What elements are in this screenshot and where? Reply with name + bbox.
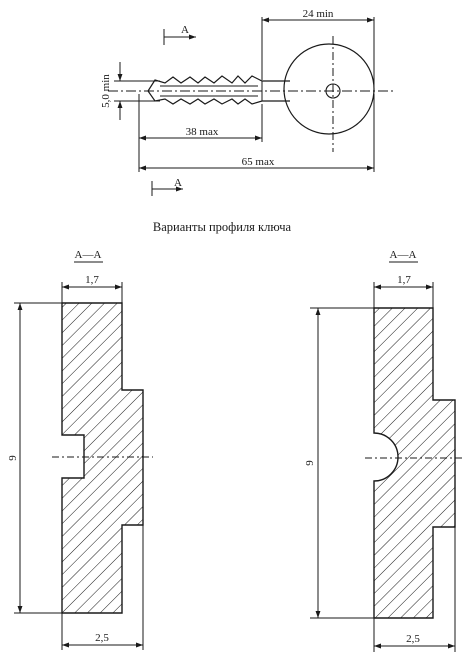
profile-2-dim-height: 9	[304, 307, 374, 619]
profile-1-dim-height: 9	[7, 302, 62, 614]
profile-1-dim-bottom: 2,5	[61, 525, 144, 650]
profile-2-dim-bottom-label: 2,5	[406, 633, 420, 645]
profile-2-body	[373, 307, 456, 619]
profile-1-dim-height-label: 9	[7, 455, 19, 461]
profile-2-dim-top: 1,7	[373, 274, 434, 308]
dim-blade-height-label: 5,0 min	[100, 74, 112, 108]
profile-1-dim-bottom-label: 2,5	[95, 632, 109, 644]
profile-2-dim-top-label: 1,7	[397, 274, 411, 286]
key-drawing: A A 24 min	[100, 8, 396, 196]
profile-1-body	[61, 302, 144, 614]
dim-total-length: 65 max	[139, 94, 375, 172]
section-marker-bottom-label: A	[174, 177, 182, 189]
profile-2-section-label: A—A	[390, 249, 417, 261]
profile-2-dim-bottom: 2,5	[373, 527, 456, 652]
profile-1-section-label: A—A	[75, 249, 102, 261]
section-marker-top: A	[163, 24, 196, 45]
key-head	[283, 43, 375, 135]
dim-blade-height: 5,0 min	[100, 62, 160, 120]
profile-section-2: A—A 1,7 9 2,5	[304, 249, 464, 652]
dim-head-width-label: 24 min	[303, 8, 334, 20]
profile-1-dim-top-label: 1,7	[85, 274, 99, 286]
profile-1-dim-top: 1,7	[61, 274, 123, 303]
section-marker-bottom: A	[151, 177, 183, 196]
profile-2-dim-height-label: 9	[304, 460, 316, 466]
dim-blade-length: 38 max	[138, 94, 263, 172]
key-blade	[147, 75, 290, 105]
profile-section-1: A—A 1,7 9 2,5	[7, 249, 153, 650]
dim-blade-length-label: 38 max	[186, 126, 219, 138]
dim-head-width: 24 min	[261, 8, 375, 88]
profile-variants-caption: Варианты профиля ключа	[153, 220, 292, 234]
section-marker-top-label: A	[181, 24, 189, 36]
dim-total-length-label: 65 max	[242, 156, 275, 168]
